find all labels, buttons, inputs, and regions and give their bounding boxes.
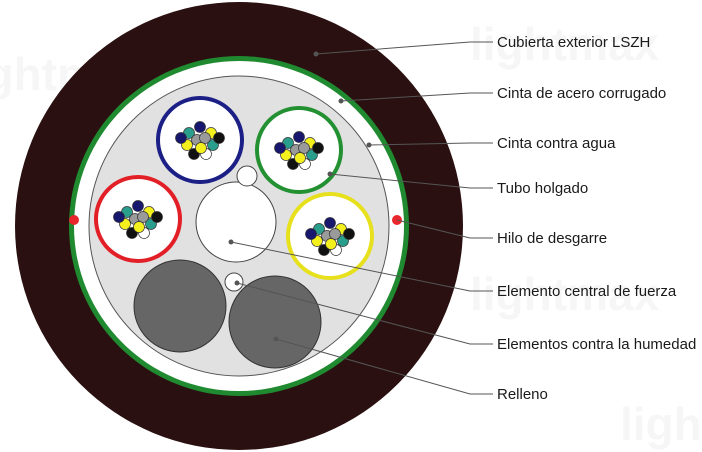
leader-water-blocking-tape	[368, 142, 493, 146]
optical-fiber	[274, 142, 286, 154]
small-white-element-top	[236, 165, 258, 187]
label-outer-jacket: Cubierta exterior LSZH	[497, 34, 650, 51]
leader-filler	[275, 338, 493, 395]
dot-central-strength-member	[228, 239, 234, 245]
watermark-text: lightmax	[620, 398, 702, 450]
label-loose-tube: Tubo holgado	[497, 180, 588, 197]
optical-fiber	[175, 132, 187, 144]
optical-fiber	[329, 228, 341, 240]
optical-fiber	[151, 211, 163, 223]
callout-dots	[228, 51, 372, 342]
leader-ripcord	[396, 219, 493, 239]
optical-fiber	[298, 142, 310, 154]
loose-tubes	[94, 96, 374, 280]
central-strength-member	[195, 181, 277, 263]
optical-fiber	[133, 221, 145, 233]
leader-moisture-elements	[236, 282, 493, 345]
loose-tube-yellow	[286, 192, 374, 280]
leader-steel-tape	[340, 92, 493, 102]
dot-outer-jacket	[313, 51, 319, 57]
optical-fiber	[324, 217, 336, 229]
leader-central-strength-member	[230, 241, 493, 292]
label-moisture-elements: Elementos contra la humedad	[497, 336, 696, 353]
label-ripcord: Hilo de desgarre	[497, 230, 607, 247]
dot-steel-tape	[338, 98, 344, 104]
dot-water-blocking-tape	[366, 142, 372, 148]
dot-moisture-elements	[234, 280, 240, 286]
optical-fiber	[113, 211, 125, 223]
label-filler: Relleno	[497, 386, 548, 403]
optical-fiber	[137, 211, 149, 223]
label-central-strength-member: Elemento central de fuerza	[497, 283, 677, 300]
optical-fiber	[305, 228, 317, 240]
callout-leaders	[230, 41, 493, 395]
filler-left	[133, 259, 227, 353]
loose-tube-green	[255, 106, 343, 194]
ripcord-left	[69, 215, 79, 225]
optical-fiber	[132, 200, 144, 212]
dot-loose-tube	[327, 171, 333, 177]
dot-filler	[273, 336, 279, 342]
loose-tube-blue	[156, 96, 244, 184]
loose-tube-red	[94, 175, 182, 263]
watermark-text: lightmax	[470, 268, 660, 320]
optical-fiber	[294, 152, 306, 164]
optical-fiber	[312, 142, 324, 154]
leader-outer-jacket	[315, 41, 493, 55]
optical-fiber	[213, 132, 225, 144]
optical-fiber	[293, 131, 305, 143]
optical-fiber	[343, 228, 355, 240]
callout-labels: Cubierta exterior LSZH Cinta de acero co…	[497, 34, 696, 403]
optical-fiber	[194, 121, 206, 133]
watermark-text: lightmax	[470, 18, 660, 70]
filler-right	[228, 275, 322, 369]
optical-fiber	[325, 238, 337, 250]
label-water-blocking-tape: Cinta contra agua	[497, 135, 616, 152]
optical-fiber	[199, 132, 211, 144]
cable-cross-section	[15, 2, 463, 450]
label-steel-tape: Cinta de acero corrugado	[497, 85, 666, 102]
optical-fiber	[195, 142, 207, 154]
leader-loose-tube	[329, 173, 493, 189]
small-white-element-bottom	[224, 272, 244, 292]
